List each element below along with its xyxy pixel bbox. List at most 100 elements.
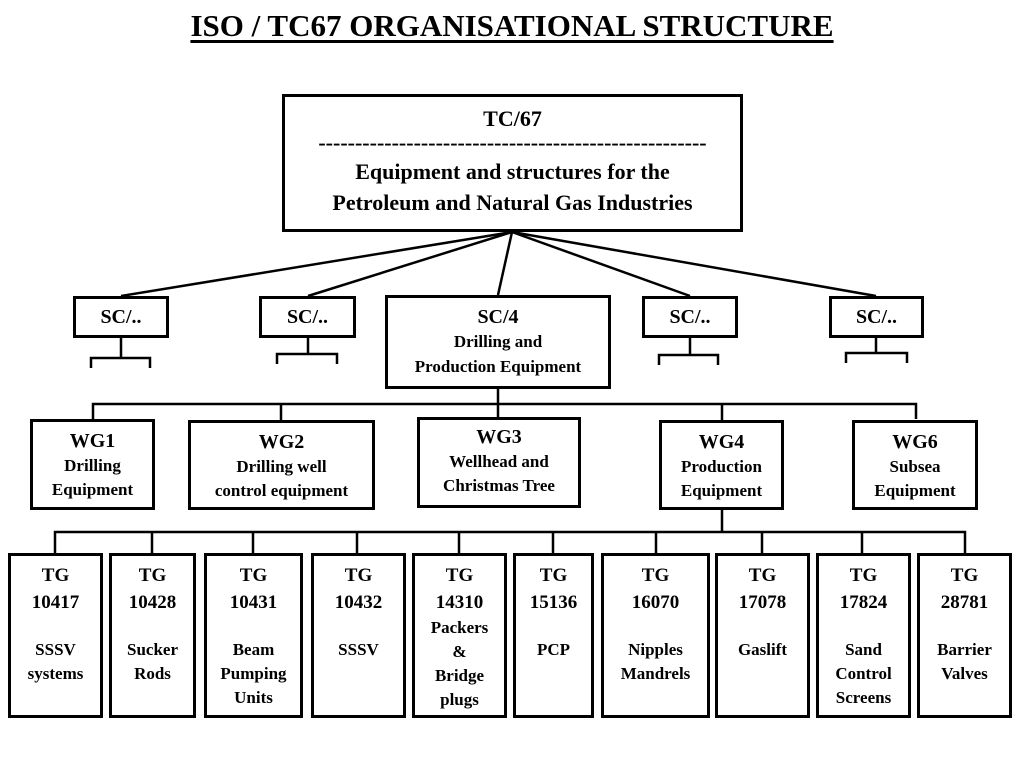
tg-code: TG xyxy=(445,565,474,586)
tg-box-10428: TG 10428 Sucker Rods xyxy=(109,553,196,718)
tg-code: TG xyxy=(950,565,979,586)
sc-box-2: SC/.. xyxy=(259,296,356,338)
tg-line: Units xyxy=(234,688,273,707)
wg1-box: WG1 Drilling Equipment xyxy=(30,419,155,510)
tg-box-17078: TG 17078 Gaslift xyxy=(715,553,810,718)
wg-line2: control equipment xyxy=(214,481,349,500)
tg-number: 17078 xyxy=(738,592,787,613)
sc-code: SC/.. xyxy=(855,306,898,328)
tg-line: SSSV xyxy=(35,640,76,659)
tg-line: Pumping xyxy=(220,664,287,683)
wg4-box: WG4 Production Equipment xyxy=(659,420,784,510)
tg-box-10431: TG 10431 Beam Pumping Units xyxy=(204,553,303,718)
tg-number: 10417 xyxy=(31,592,80,613)
sc-box-6: SC/.. xyxy=(829,296,924,338)
tg-line: Sucker xyxy=(127,640,178,659)
tg-box-10417: TG 10417 SSSV systems xyxy=(8,553,103,718)
wg-line2: Christmas Tree xyxy=(443,476,555,495)
tg-line: Nipples xyxy=(628,640,683,659)
tg-number: 28781 xyxy=(940,592,989,613)
tc-separator: ----------------------------------------… xyxy=(318,136,707,150)
wg-line1: Drilling well xyxy=(236,457,327,476)
link-tc-sc5 xyxy=(511,230,691,298)
link-tc-sc4 xyxy=(496,231,514,296)
wg2-box: WG2 Drilling well control equipment xyxy=(188,420,375,510)
sc-code: SC/.. xyxy=(286,306,329,328)
stub-sc2 xyxy=(275,338,339,364)
link-sc4-wgs xyxy=(91,389,918,420)
tg-line: systems xyxy=(27,664,84,683)
tg-number: 17824 xyxy=(839,592,888,613)
tg-line: Bridge xyxy=(434,666,485,685)
tg-box-28781: TG 28781 Barrier Valves xyxy=(917,553,1012,718)
wg-code: WG6 xyxy=(892,431,938,453)
tg-line: plugs xyxy=(440,690,479,709)
wg-line1: Production xyxy=(681,457,762,476)
wg-line2: Equipment xyxy=(51,480,134,499)
sc-box-5: SC/.. xyxy=(642,296,738,338)
tc-description-line1: Equipment and structures for the xyxy=(355,159,670,184)
link-tc-sc2 xyxy=(307,230,513,298)
sc4-code: SC/4 xyxy=(477,306,519,328)
tg-line: Valves xyxy=(941,664,988,683)
tg-line: & xyxy=(452,642,467,661)
wg6-box: WG6 Subsea Equipment xyxy=(852,420,978,510)
tg-box-15136: TG 15136 PCP xyxy=(513,553,594,718)
tg-code: TG xyxy=(41,565,70,586)
tg-code: TG xyxy=(239,565,268,586)
tg-line: PCP xyxy=(536,640,571,659)
wg-code: WG2 xyxy=(258,431,305,453)
tg-number: 16070 xyxy=(631,592,680,613)
tg-number: 10431 xyxy=(229,592,278,613)
tg-number: 14310 xyxy=(435,592,484,613)
tg-code: TG xyxy=(641,565,670,586)
stub-sc6 xyxy=(844,338,909,363)
link-tc-sc6 xyxy=(511,230,877,298)
sc4-line1: Drilling and xyxy=(453,332,543,351)
sc-code: SC/.. xyxy=(669,306,711,328)
link-tc-sc1 xyxy=(120,230,513,298)
tg-box-10432: TG 10432 SSSV xyxy=(311,553,406,718)
sc-code: SC/.. xyxy=(100,306,142,328)
tc-description-line2: Petroleum and Natural Gas Industries xyxy=(332,190,693,215)
tg-number: 15136 xyxy=(529,592,578,613)
tg-box-14310: TG 14310 Packers & Bridge plugs xyxy=(412,553,507,718)
tg-code: TG xyxy=(344,565,373,586)
tc67-box: TC/67 ----------------------------------… xyxy=(282,94,743,232)
wg3-box: WG3 Wellhead and Christmas Tree xyxy=(417,417,581,508)
stub-sc5 xyxy=(657,338,720,365)
wg-code: WG4 xyxy=(698,431,745,453)
wg-line1: Drilling xyxy=(64,456,121,475)
sc-box-1: SC/.. xyxy=(73,296,169,338)
tg-line: Barrier xyxy=(937,640,992,659)
tc-code: TC/67 xyxy=(483,106,542,131)
tg-line: Screens xyxy=(835,688,892,707)
tg-number: 10428 xyxy=(128,592,177,613)
tg-line: Beam xyxy=(232,640,275,659)
wg-line2: Equipment xyxy=(874,481,956,500)
wg-line2: Equipment xyxy=(680,481,763,500)
tg-code: TG xyxy=(748,565,777,586)
wg-code: WG3 xyxy=(476,426,522,448)
tg-line: SSSV xyxy=(338,640,379,659)
wg-line1: Wellhead and xyxy=(449,452,549,471)
tg-line: Gaslift xyxy=(737,640,788,659)
tg-code: TG xyxy=(849,565,878,586)
tg-code: TG xyxy=(138,565,167,586)
tg-code: TG xyxy=(539,565,568,586)
link-wg4-tgs xyxy=(53,510,967,553)
tg-line: Mandrels xyxy=(620,664,691,683)
page-title: ISO / TC67 ORGANISATIONAL STRUCTURE xyxy=(190,8,834,43)
tg-line: Packers xyxy=(430,618,489,637)
wg-code: WG1 xyxy=(69,430,116,452)
tg-line: Control xyxy=(835,664,892,683)
sc4-box: SC/4 Drilling and Production Equipment xyxy=(385,295,611,389)
tg-box-17824: TG 17824 Sand Control Screens xyxy=(816,553,911,718)
wg-line1: Subsea xyxy=(889,457,941,476)
tg-box-16070: TG 16070 Nipples Mandrels xyxy=(601,553,710,718)
tg-line: Rods xyxy=(134,664,171,683)
tg-number: 10432 xyxy=(334,592,383,613)
sc4-line2: Production Equipment xyxy=(414,357,582,376)
stub-sc1 xyxy=(89,338,152,368)
